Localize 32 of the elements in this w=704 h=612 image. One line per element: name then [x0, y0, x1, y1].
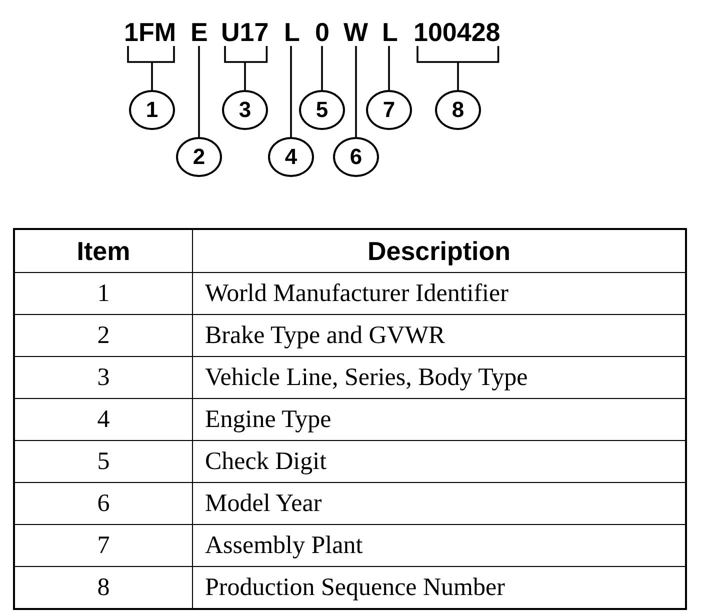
item-number: 4	[14, 398, 192, 440]
leader-line	[290, 46, 292, 137]
vin-code-label: W	[344, 19, 368, 45]
item-number: 2	[14, 314, 192, 356]
leader-line	[416, 45, 500, 90]
item-number: 5	[14, 440, 192, 482]
vin-code-label: U17	[221, 19, 269, 45]
vin-code-label: L	[284, 19, 300, 45]
leader-line	[198, 46, 200, 137]
leader-line	[355, 46, 357, 137]
vin-code-label: 1FM	[124, 19, 176, 45]
leader-line	[321, 46, 323, 90]
vin-code-label: L	[382, 19, 398, 45]
vin-code-label: 0	[315, 19, 330, 45]
leader-line	[224, 45, 268, 90]
vin-code-label: 100428	[414, 19, 500, 45]
callout-number: 4	[268, 137, 314, 177]
callout-number: 7	[366, 90, 412, 130]
leader-line	[127, 45, 175, 90]
item-number: 6	[14, 482, 192, 524]
callout-number: 8	[435, 90, 481, 130]
callout-number: 3	[222, 90, 268, 130]
callout-number: 5	[299, 90, 345, 130]
column-header: Item	[14, 229, 192, 272]
callout-number: 2	[176, 137, 222, 177]
callout-number: 1	[129, 90, 175, 130]
item-number: 3	[14, 356, 192, 398]
leader-line	[388, 46, 390, 90]
callout-number: 6	[333, 137, 379, 177]
item-number: 7	[14, 524, 192, 566]
item-number: 1	[14, 272, 192, 314]
vin-code-label: E	[190, 19, 208, 45]
